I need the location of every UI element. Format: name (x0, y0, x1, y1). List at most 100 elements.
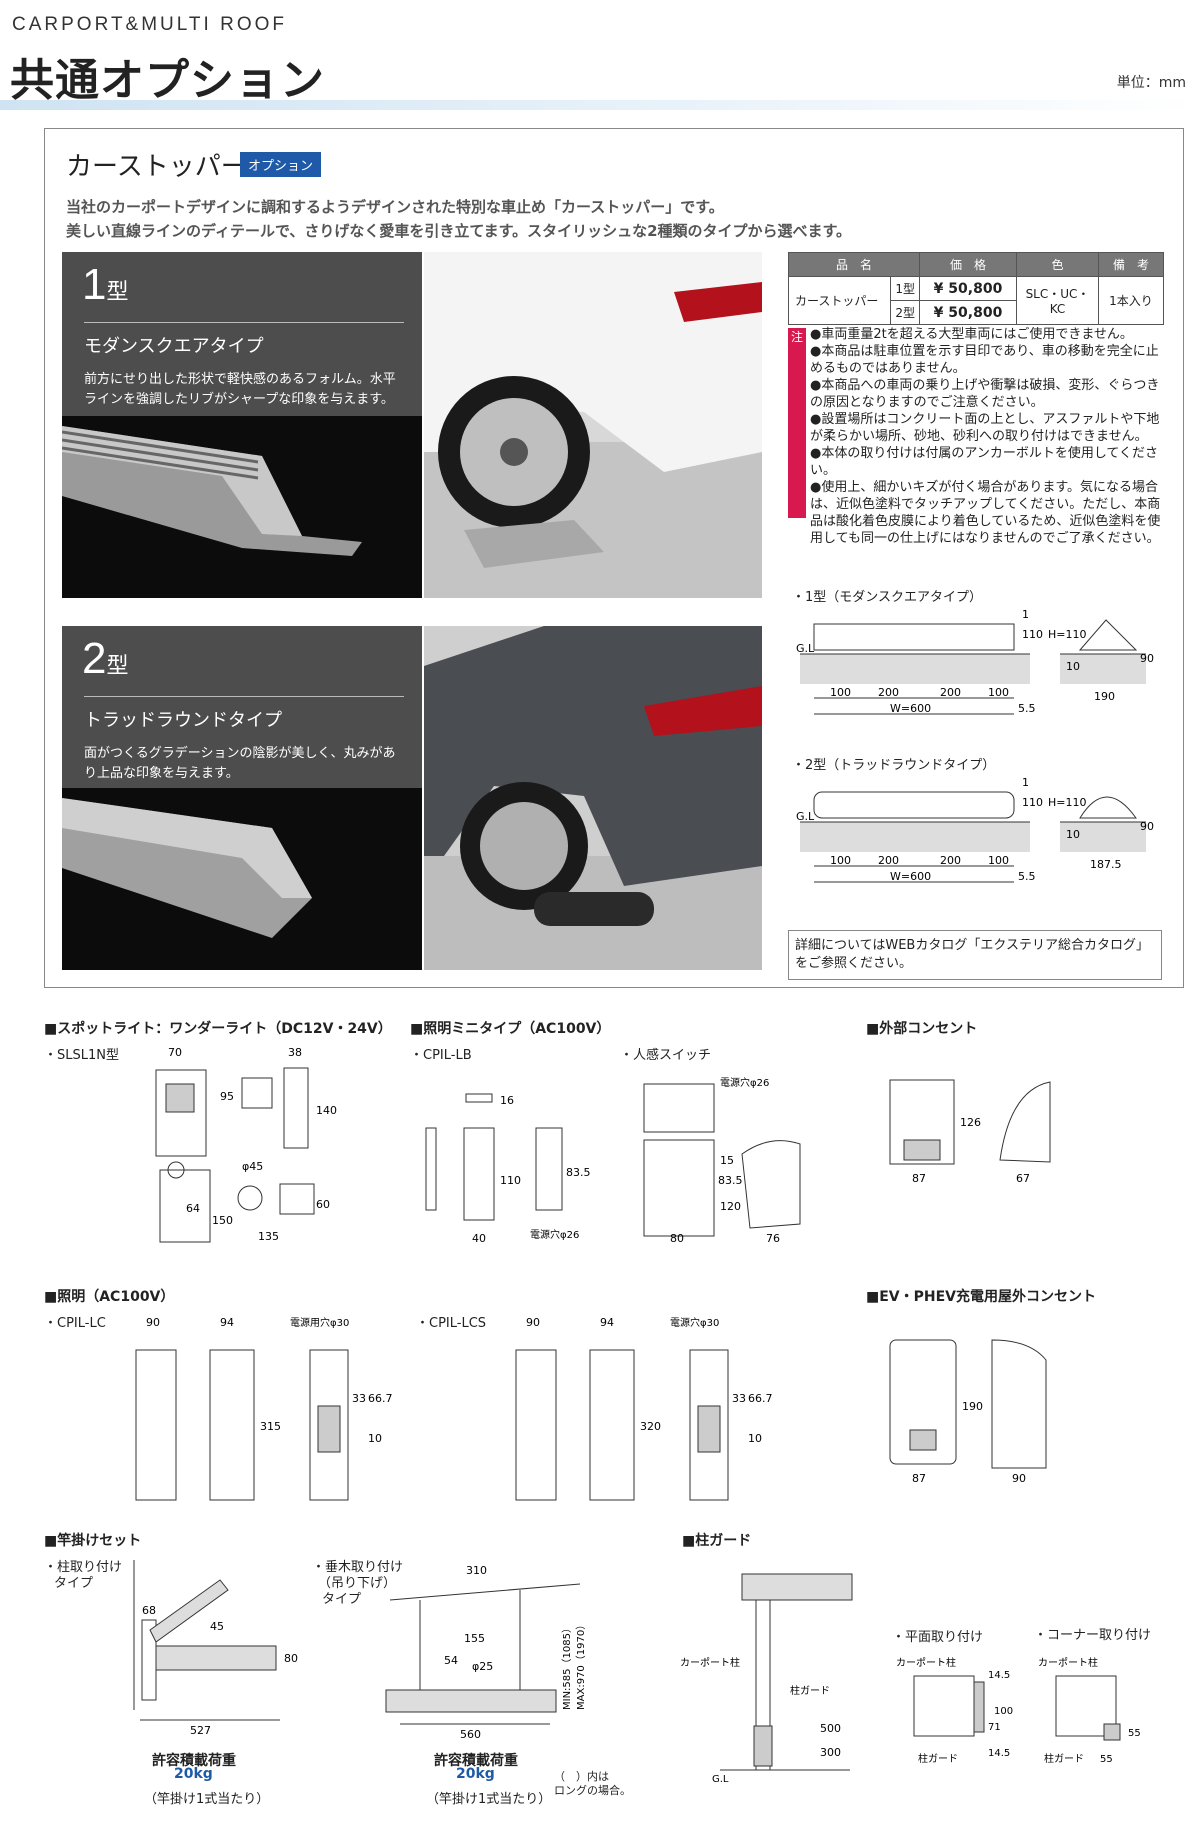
brand-label: CARPORT&MULTI ROOF (12, 14, 287, 35)
dim: 87 (912, 1172, 926, 1185)
col-color: 色 (1016, 252, 1099, 277)
outlet-title: ■外部コンセント (866, 1021, 978, 1037)
dim: 560 (460, 1728, 481, 1740)
unit-label: 単位：mm (1116, 75, 1186, 91)
dim: 187.5 (1090, 858, 1122, 871)
dim: 電源穴φ26 (720, 1076, 769, 1089)
dim: φ25 (472, 1660, 493, 1673)
dim: 40 (472, 1232, 486, 1244)
ev-title: ■EV・PHEV充電用屋外コンセント (866, 1289, 1097, 1305)
dim: 310 (466, 1564, 487, 1577)
type1-desc: 前方にせり出した形状で軽快感のあるフォルム。水平ラインを強調したリブがシャープな… (84, 372, 396, 407)
dim: 5.5 (1018, 702, 1036, 715)
dim: 126 (960, 1116, 981, 1129)
dim: 66.7 (368, 1392, 393, 1405)
type2-divider (84, 696, 404, 697)
dim: 135 (258, 1230, 279, 1243)
dim: 柱ガード (918, 1752, 958, 1765)
load-per-1: （竿掛け1式当たり） (144, 1792, 270, 1807)
dim: MIN:585（1085） (561, 1623, 573, 1710)
dim: 100 (830, 854, 851, 867)
dim: 33 (352, 1392, 366, 1405)
dim: 10 (368, 1432, 382, 1445)
dim: 90 (146, 1316, 160, 1329)
dim: W=600 (890, 702, 931, 715)
pole-type2: ・垂木取り付け (312, 1560, 404, 1575)
dim: 150 (212, 1214, 233, 1227)
pole-type2c: タイプ (322, 1592, 362, 1607)
spotlight-drawing: 70 38 95 140 φ45 64 150 60 135 (155, 1046, 337, 1243)
dim: 140 (316, 1104, 337, 1117)
dim: 110 (500, 1174, 521, 1187)
dim: 5.5 (1018, 870, 1036, 883)
lighting-lc-drawing: 90 94 電源用穴φ30 315 33 66.7 10 (135, 1316, 393, 1501)
dim: 315 (260, 1420, 281, 1433)
car-stopper-title: カーストッパー (66, 152, 247, 182)
type2-panel: 2型 トラッドラウンドタイプ 面がつくるグラデーションの陰影が美しく、丸みがあり… (62, 626, 422, 970)
spotlight-title: ■スポットライト：ワンダーライト（DC12V・24V） (44, 1021, 392, 1037)
dim: H=110 (1048, 796, 1086, 809)
dim: 300 (820, 1746, 841, 1759)
dim: カーポート柱 (680, 1656, 740, 1669)
dim: カーポート柱 (1038, 1656, 1098, 1669)
mini-drawing: 16 110 40 83.5 電源穴φ26 電源穴φ26 83.5 120 15… (425, 1076, 801, 1244)
dim: 90 (526, 1316, 540, 1329)
lighting-lcs-drawing: 90 94 電源穴φ30 320 33 66.7 10 (515, 1316, 773, 1501)
dim: 67 (1016, 1172, 1030, 1185)
dim: 83.5 (718, 1174, 743, 1187)
pole-type1: ・柱取り付け (44, 1560, 123, 1575)
dim: 54 (444, 1654, 458, 1667)
dim: 190 (1094, 690, 1115, 703)
col-price: 価 格 (919, 252, 1017, 277)
note-item: ●使用上、細かいキズが付く場合があります。気になる場合は、近似色塗料でタッチアッ… (810, 480, 1161, 546)
lighting-lc: ・CPIL-LC (44, 1316, 106, 1331)
intro-line-1: 当社のカーポートデザインに調和するようデザインされた特別な車止め「カーストッパー… (66, 198, 724, 216)
type1-panel: 1型 モダンスクエアタイプ 前方にせり出した形状で軽快感のあるフォルム。水平ライ… (62, 252, 422, 598)
sensor-label: ・人感スイッチ (620, 1048, 712, 1063)
dim: 45 (210, 1620, 224, 1633)
dim: 55 (1100, 1754, 1113, 1765)
type1-divider (84, 322, 404, 323)
dim: 10 (748, 1432, 762, 1445)
outlet-drawing: 126 87 67 (889, 1079, 1051, 1185)
dim: 83.5 (566, 1166, 591, 1179)
note-item: ●設置場所はコンクリート面の上とし、アスファルトや下地が柔らかい場所、砂地、砂利… (810, 412, 1160, 444)
dim: 200 (940, 854, 961, 867)
notes-bar: 注 (788, 328, 806, 518)
note-item: ●本商品への車両の乗り上げや衝撃は破損、変形、ぐらつきの原因となりますのでご注意… (810, 378, 1160, 410)
pole-type1-drawing: 68 45 80 527 (133, 1560, 298, 1737)
dim: 320 (640, 1420, 661, 1433)
dim: 90 (1140, 820, 1154, 833)
dim: 100 (988, 854, 1009, 867)
notes-list: ●車両重量2tを超える大型車両にはご使用できません。 ●本商品は駐車位置を示す目… (810, 326, 1166, 547)
dim: 190 (962, 1400, 983, 1413)
dim: 電源穴φ26 (530, 1228, 579, 1241)
dim: 柱ガード (790, 1684, 830, 1697)
dim: 68 (142, 1604, 156, 1617)
dim: 100 (830, 686, 851, 699)
dim: 95 (220, 1090, 234, 1103)
type1-number: 1型 (82, 260, 129, 309)
type1-product-image (62, 416, 422, 598)
diagram2-title: ・2型（トラッドラウンドタイプ） (792, 758, 996, 773)
note-item: ●車両重量2tを超える大型車両にはご使用できません。 (810, 327, 1133, 342)
note-item: ●本体の取り付けは付属のアンカーボルトを使用してください。 (810, 446, 1159, 478)
lighting-title: ■照明（AC100V） (44, 1289, 175, 1305)
load-per-2: （竿掛け1式当たり） (426, 1792, 552, 1807)
diagram1-drawing: G.L 100 200 200 100 W=600 5.5 110 1 H=11… (796, 608, 1154, 715)
dim: 71 (988, 1722, 1001, 1733)
guard-flat-drawing: カーポート柱 柱ガード 14.5 100 71 14.5 (896, 1656, 1013, 1765)
dim: 155 (464, 1632, 485, 1645)
dim: H=110 (1048, 628, 1086, 641)
dim-gl: G.L (796, 642, 815, 655)
color-cell: SLC・UC・KC (1016, 276, 1099, 325)
dim: φ45 (242, 1160, 263, 1173)
dim: 200 (940, 686, 961, 699)
dim: 527 (190, 1724, 211, 1737)
dim: 500 (820, 1722, 841, 1735)
type2-desc: 面がつくるグラデーションの陰影が美しく、丸みがあり上品な印象を与えます。 (84, 746, 396, 781)
price-table: 品 名 価 格 色 備 考 カーストッパー 1型 2型 ¥ 50,800 SLC… (788, 252, 1164, 325)
load-kg-2: 20kg (456, 1766, 495, 1782)
dim: 100 (994, 1706, 1013, 1717)
load-label-1: 許容積載荷重 (152, 1753, 236, 1769)
